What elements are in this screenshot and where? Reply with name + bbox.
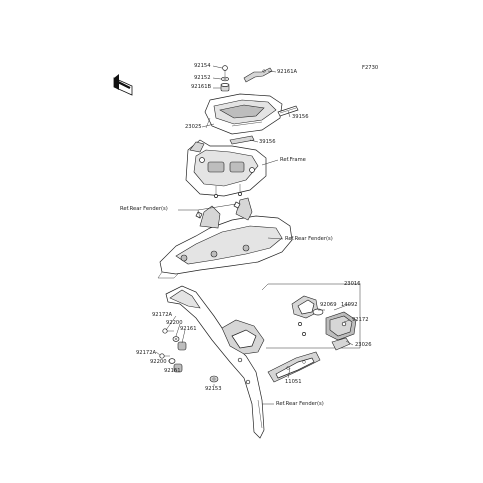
callout-ref-rear-fender-2: Ref.Rear Fender(s) xyxy=(285,236,333,242)
grommet-92161B xyxy=(220,83,230,92)
callout-92069: 92069 xyxy=(320,302,337,308)
frame-section xyxy=(185,139,267,198)
callout-23026: 23026 xyxy=(355,342,372,348)
callout-92154: 92154 xyxy=(194,63,211,69)
diagram-code: F2730 xyxy=(362,65,379,71)
bolt-92172A-lower xyxy=(159,353,170,359)
grommet-92161-lower xyxy=(173,363,183,373)
gasket-92069 xyxy=(312,308,324,316)
pad-39156-lower xyxy=(229,135,255,145)
plate-holder-11051 xyxy=(267,351,321,383)
collar-92200-upper xyxy=(172,336,180,342)
callout-11051: 11051 xyxy=(285,379,302,385)
leader-lines xyxy=(155,65,354,405)
front-arrow-icon xyxy=(113,74,133,96)
callout-23025: 23025 xyxy=(185,124,202,130)
callout-92161-lower: 92161 xyxy=(164,368,181,374)
lens-23026 xyxy=(331,337,351,351)
callout-ref-rear-fender-1: Ref.Rear Fender(s) xyxy=(120,206,168,212)
rear-fender xyxy=(157,197,293,279)
license-plate-bracket xyxy=(165,285,265,439)
bolt-92154 xyxy=(222,65,228,77)
callout-92152: 92152 xyxy=(194,75,211,81)
screw-92172 xyxy=(341,321,347,327)
license-lamp-group-frame xyxy=(261,283,361,349)
bolt-92153 xyxy=(209,375,219,383)
callout-ref-frame: Ref.Frame xyxy=(280,157,306,163)
clamp-92161A xyxy=(243,67,273,83)
callout-92161B: 92161B xyxy=(191,84,212,90)
callout-92172A-upper: 92172A xyxy=(152,312,173,318)
license-lamp-23016 xyxy=(291,295,319,319)
callout-92200-lower: 92200 xyxy=(150,359,167,365)
callout-92200-upper: 92200 xyxy=(166,320,183,326)
bolt-92172A-upper xyxy=(162,328,174,334)
callout-92153: 92153 xyxy=(205,386,222,392)
callout-23016: 23016 xyxy=(344,281,361,287)
callout-92161A: 92161A xyxy=(277,69,298,75)
callout-39156-lower: 39156 xyxy=(259,139,276,145)
callout-92172: 92172 xyxy=(352,317,369,323)
grommet-92161-upper xyxy=(177,341,187,351)
callout-92172A-lower: 92172A xyxy=(136,350,157,356)
callout-39156-upper: 39156 xyxy=(292,114,309,120)
callout-14092: 14092 xyxy=(341,302,358,308)
lamp-screws xyxy=(298,322,306,336)
callout-92161-upper: 92161 xyxy=(180,326,197,332)
callout-ref-rear-fender-3: Ref.Rear Fender(s) xyxy=(276,401,324,407)
bracket-23025 xyxy=(204,93,283,135)
washer-92152 xyxy=(221,76,229,82)
